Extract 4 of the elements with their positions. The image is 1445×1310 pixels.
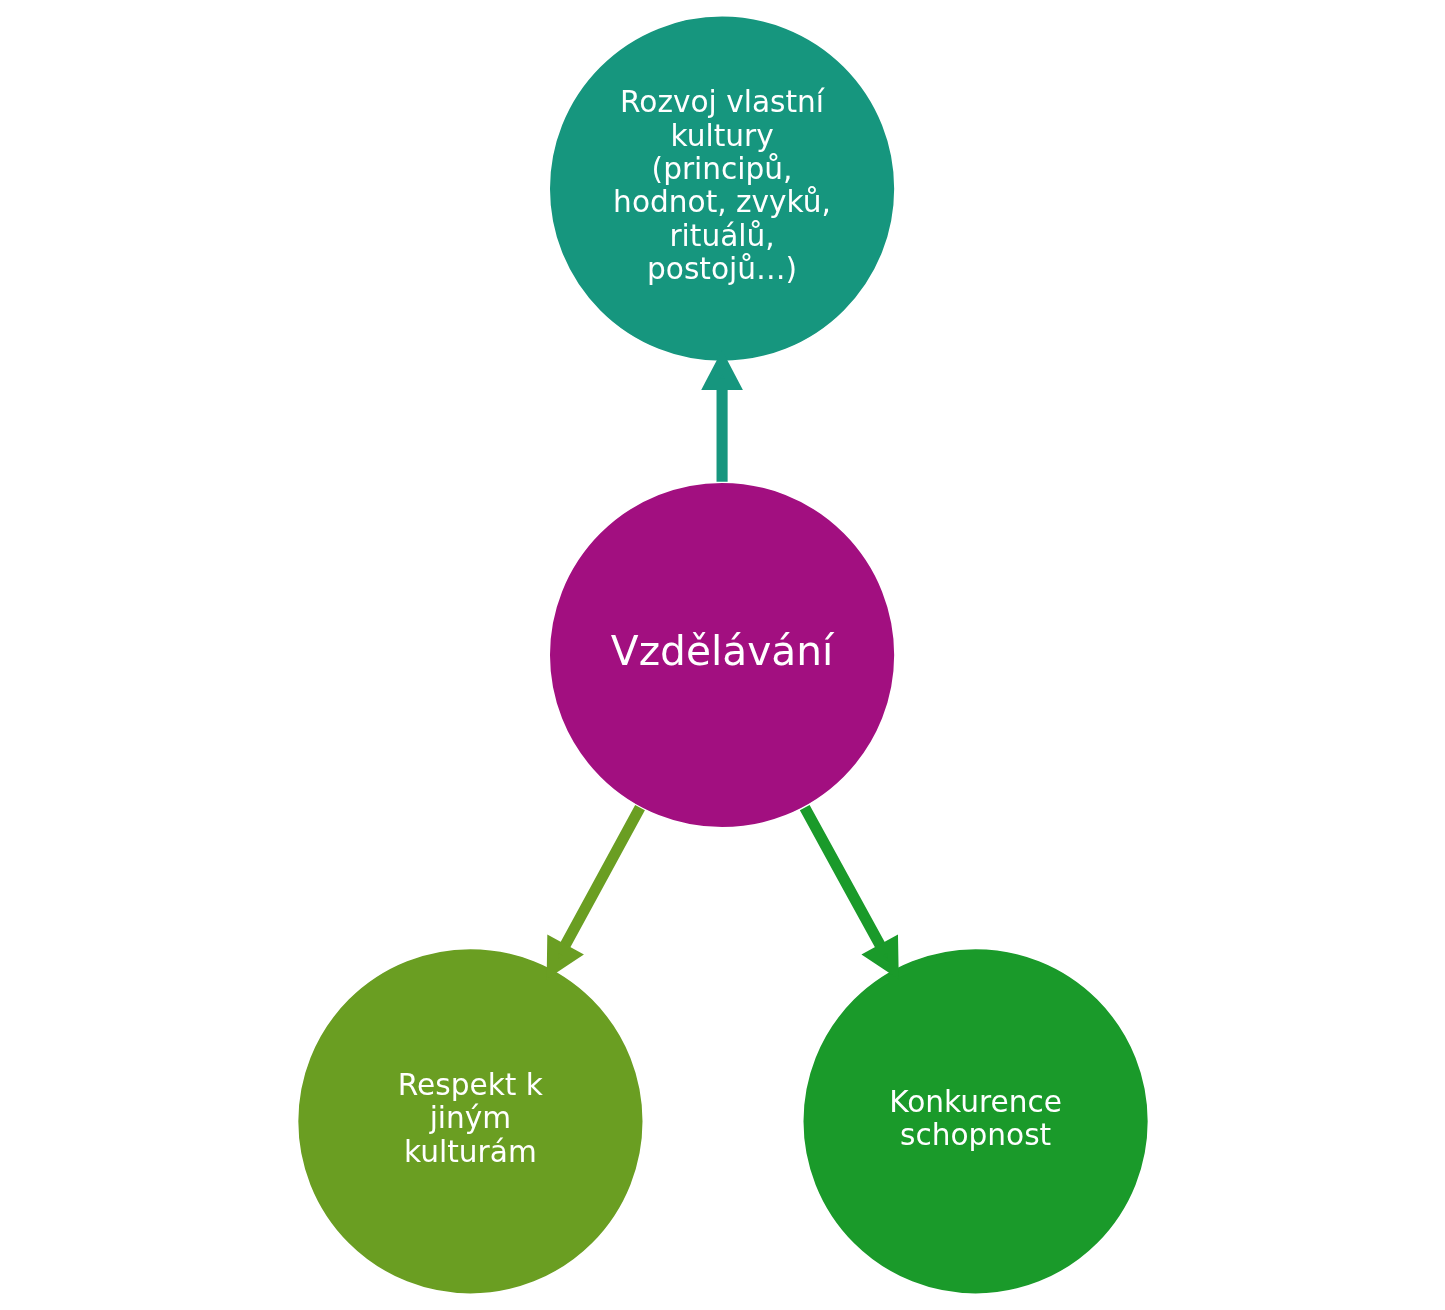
node-circle: Vzdělávání bbox=[547, 481, 896, 829]
node-circle: Respekt k jiným kulturám bbox=[295, 947, 644, 1296]
node-circle: Konkurence schopnost bbox=[801, 947, 1150, 1296]
node-circle: Rozvoj vlastní kultury (principů, hodnot, zvyků, rituálů, postojů…) bbox=[547, 14, 896, 363]
